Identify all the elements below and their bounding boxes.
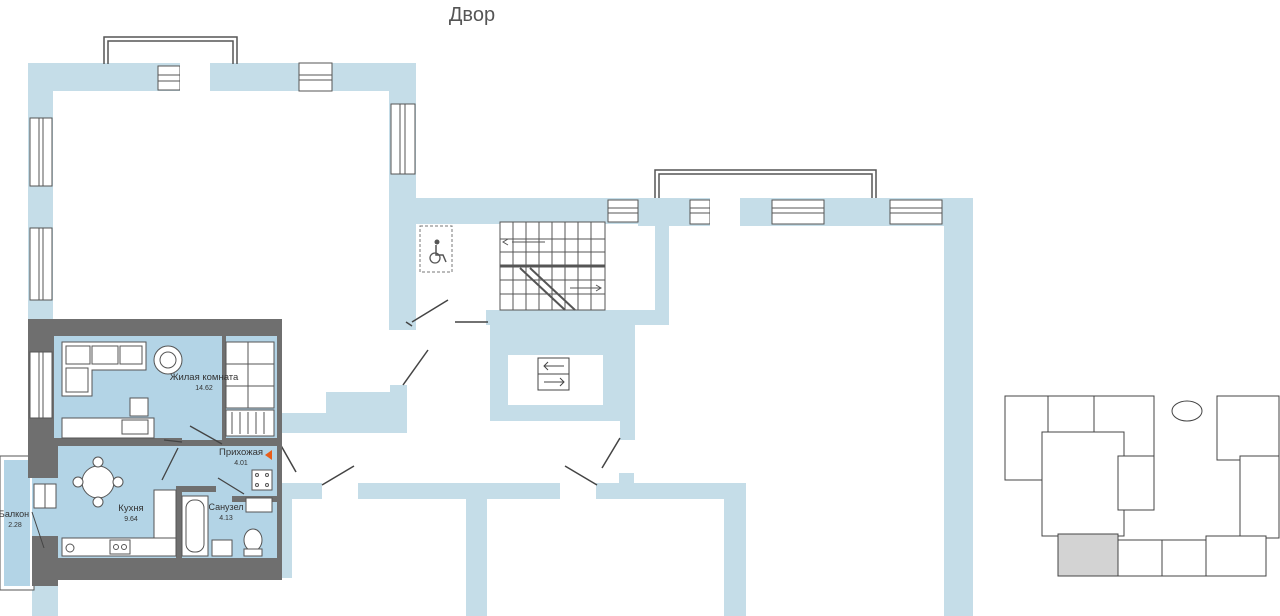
balcony-area: 2.28 [8, 522, 22, 529]
entrance-triangle-icon [265, 450, 272, 460]
staircase [499, 221, 606, 311]
bathroom-name: Санузел [208, 502, 243, 512]
washing-machine [251, 469, 273, 491]
courtyard-label: Двор [449, 4, 495, 26]
elevator-arrows-icon [537, 357, 570, 391]
minimap-block [1161, 539, 1211, 577]
living-room-area: 14.62 [195, 385, 213, 392]
kitchen-name: Кухня [118, 503, 143, 514]
wheelchair-icon [419, 225, 453, 273]
room-labels: Жилая комната 14.62 Прихожая 4.01 Кухня … [0, 372, 263, 529]
minimap[interactable] [1004, 395, 1280, 577]
minimap-block [1117, 455, 1155, 511]
furniture [61, 341, 275, 557]
minimap-block [1205, 535, 1267, 577]
hall-area: 4.01 [234, 460, 248, 467]
hall-name: Прихожая [219, 447, 263, 458]
wardrobe [225, 341, 275, 409]
minimap-pond [1171, 400, 1203, 422]
windows [29, 62, 943, 301]
bathroom-area: 4.13 [219, 515, 233, 522]
minimap-block [1239, 455, 1280, 539]
minimap-block [1041, 431, 1125, 537]
dining-table [81, 465, 115, 499]
minimap-block [1115, 539, 1163, 577]
minimap-block [1216, 395, 1280, 461]
balcony-name: Балкон [0, 509, 29, 519]
apartment-doors [161, 425, 245, 495]
minimap-block [1047, 395, 1095, 433]
toilet [243, 528, 263, 552]
loggia-rails [103, 36, 877, 198]
living-room-name: Жилая комната [170, 372, 239, 383]
minimap-current-section [1057, 533, 1119, 577]
sink [211, 539, 233, 557]
kitchen-area: 9.64 [124, 516, 138, 523]
